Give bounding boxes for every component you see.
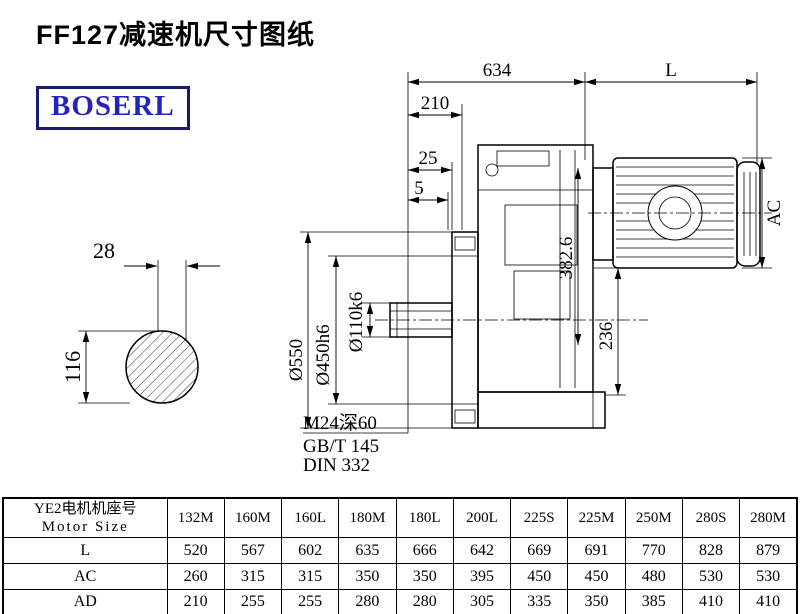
col-header: 132M: [166, 497, 225, 538]
cell: 255: [223, 589, 283, 614]
boserl-logo-text: BOSERL: [51, 90, 175, 122]
boserl-logo: BOSERL: [36, 86, 190, 130]
shaft-end-view: 28 116: [60, 238, 220, 404]
cell: 260: [166, 563, 225, 590]
cell: 315: [223, 563, 283, 590]
dim-5-label: 5: [414, 178, 424, 199]
col-header: 225S: [510, 497, 569, 538]
gearbox-side-view: [375, 144, 772, 429]
cell: 305: [452, 589, 512, 614]
cell: 691: [567, 537, 626, 564]
col-header: 225M: [567, 497, 626, 538]
motor-body: [612, 157, 738, 269]
col-header: 250M: [624, 497, 683, 538]
cell: 210: [166, 589, 225, 614]
motor-size-header: YE2电机机座号 Motor Size: [2, 497, 168, 538]
table-row-L: L 520 567 602 635 666 642 669 691 770 82…: [2, 537, 798, 564]
col-header: 160L: [281, 497, 340, 538]
dim-236-label: 236: [596, 322, 617, 351]
cell: 450: [567, 563, 626, 590]
table-header-row: YE2电机机座号 Motor Size 132M 160M 160L 180M …: [2, 497, 798, 538]
thread-note-label: M24深60: [303, 412, 377, 434]
technical-drawing: 28 116: [60, 60, 785, 476]
cell: 255: [281, 589, 340, 614]
cell: 635: [338, 537, 397, 564]
cell: 385: [624, 589, 683, 614]
table-row-AC: AC 260 315 315 350 350 395 450 450 480 5…: [2, 563, 798, 590]
fan-cover: [736, 161, 761, 267]
cell: 602: [281, 537, 340, 564]
cell: 350: [338, 563, 397, 590]
flange: [451, 231, 479, 429]
col-header: 280M: [739, 497, 798, 538]
cell: 828: [681, 537, 741, 564]
dimension-annotations: 634 L 210 25 5 Ø550 Ø450h6 Ø110k6: [286, 60, 785, 476]
dim-28-label: 28: [93, 238, 115, 263]
base-foot: [477, 391, 606, 429]
size-table: YE2电机机座号 Motor Size 132M 160M 160L 180M …: [2, 497, 798, 614]
cell: 530: [739, 563, 798, 590]
cell: 350: [567, 589, 626, 614]
cell: 642: [452, 537, 512, 564]
cell: 395: [452, 563, 512, 590]
cell: 280: [395, 589, 454, 614]
dim-116-label: 116: [60, 351, 85, 383]
col-header: 160M: [223, 497, 283, 538]
standard-din-label: DIN 332: [303, 455, 370, 476]
cell: 520: [166, 537, 225, 564]
col-header: 180M: [338, 497, 397, 538]
dia-450h6-label: Ø450h6: [313, 324, 334, 385]
header-en: Motor Size: [41, 519, 129, 535]
cell: 669: [510, 537, 569, 564]
dim-25-label: 25: [419, 148, 438, 169]
cell: 450: [510, 563, 569, 590]
dim-634-label: 634: [483, 60, 512, 81]
col-header: 200L: [452, 497, 512, 538]
cell: 280: [338, 589, 397, 614]
motor-adapter: [592, 167, 614, 261]
cell: 770: [624, 537, 683, 564]
cell: 410: [739, 589, 798, 614]
row-label: L: [2, 537, 168, 564]
dim-AC-label: AC: [764, 200, 785, 226]
page-title: FF127减速机尺寸图纸: [36, 20, 316, 50]
col-header: 280S: [681, 497, 741, 538]
header-cn: YE2电机机座号: [34, 501, 137, 517]
cell: 530: [681, 563, 741, 590]
cell: 879: [739, 537, 798, 564]
cell: 335: [510, 589, 569, 614]
dia-550-label: Ø550: [286, 339, 307, 381]
table-row-AD: AD 210 255 255 280 280 305 335 350 385 4…: [2, 589, 798, 614]
shaft-section-circle: [125, 330, 199, 404]
cell: 410: [681, 589, 741, 614]
dia-110k6-label: Ø110k6: [346, 292, 367, 353]
cell: 567: [223, 537, 283, 564]
cell: 315: [281, 563, 340, 590]
row-label: AD: [2, 589, 168, 614]
dim-L-label: L: [665, 60, 677, 81]
col-header: 180L: [395, 497, 454, 538]
cell: 480: [624, 563, 683, 590]
row-label: AC: [2, 563, 168, 590]
dim-382-6-label: 382.6: [556, 237, 577, 280]
cell: 666: [395, 537, 454, 564]
dim-210-label: 210: [421, 93, 450, 114]
cell: 350: [395, 563, 454, 590]
standard-gbt-label: GB/T 145: [303, 436, 379, 457]
